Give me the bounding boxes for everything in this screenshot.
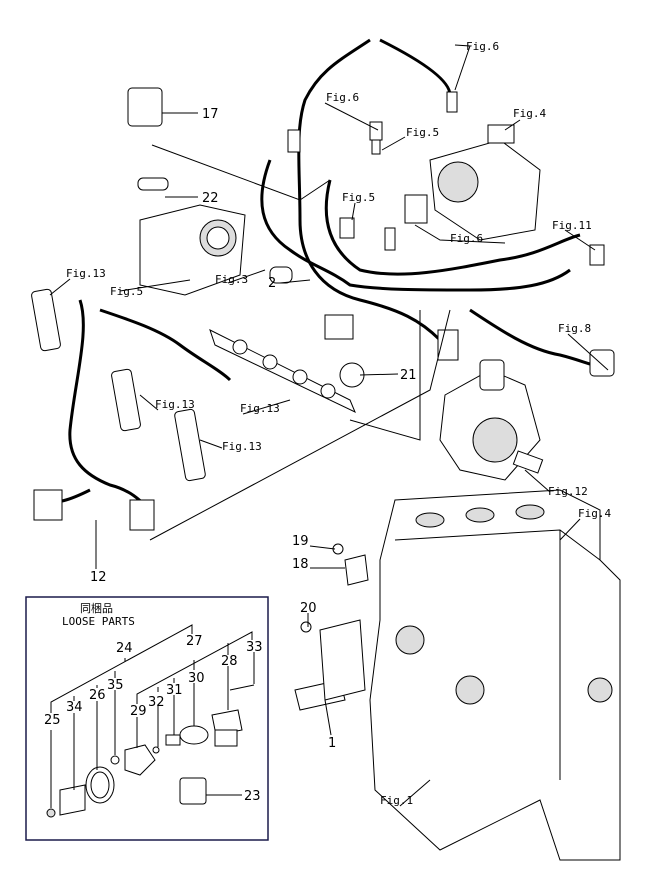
part-number: 35 — [107, 678, 124, 693]
engine-block — [294, 489, 621, 861]
figure-references: Fig.6 Fig.6 Fig.5 Fig.4 Fig.5 Fig.6 Fig.… — [66, 40, 611, 807]
fuel-pump — [439, 359, 544, 481]
wiring-harness — [44, 38, 606, 512]
part-number: 32 — [148, 695, 165, 710]
part-number: 2 — [268, 276, 276, 291]
fig-ref-label: Fig.5 — [110, 285, 143, 298]
fig-ref-label: Fig.11 — [552, 219, 592, 232]
fig-ref-label: Fig.13 — [155, 398, 195, 411]
part-number: 26 — [89, 688, 106, 703]
fig-ref-label: Fig.4 — [578, 507, 611, 520]
loose-parts-box: 同梱品 LOOSE PARTS 24 27 33 28 35 30 26 31 … — [25, 596, 269, 841]
fig-ref-label: Fig.13 — [222, 440, 262, 453]
fig-ref-label: Fig.13 — [240, 402, 280, 415]
leader-lines — [49, 44, 609, 807]
part-number: 29 — [130, 704, 147, 719]
fig-ref-label: Fig.3 — [215, 273, 248, 286]
part-number: 24 — [116, 641, 133, 656]
fig-ref-label: Fig.12 — [548, 485, 588, 498]
part-number: 25 — [44, 713, 61, 728]
injectors — [31, 288, 356, 482]
part-number: 23 — [244, 789, 261, 804]
part-number: 34 — [66, 700, 83, 715]
part-number: 1 — [328, 736, 336, 751]
fig-ref-label: Fig.4 — [513, 107, 546, 120]
fig-ref-label: Fig.6 — [450, 232, 483, 245]
fig-ref-label: Fig.5 — [342, 191, 375, 204]
fig-ref-label: Fig.6 — [326, 91, 359, 104]
fig-ref-label: Fig.8 — [558, 322, 591, 335]
part-number: 18 — [292, 557, 309, 572]
loose-parts-title-jp: 同梱品 — [80, 601, 113, 615]
part-number: 21 — [400, 368, 417, 383]
part-number: 12 — [90, 570, 107, 585]
part-number: 28 — [221, 654, 238, 669]
fig-ref-label: Fig.6 — [466, 40, 499, 53]
part-numbers: 17 22 2 21 12 19 18 20 1 — [90, 107, 417, 751]
fig-ref-label: Fig.5 — [406, 126, 439, 139]
loose-parts-title-en: LOOSE PARTS — [62, 615, 135, 628]
part-number: 20 — [300, 601, 317, 616]
part-number: 30 — [188, 671, 205, 686]
fig-ref-label: Fig.13 — [66, 267, 106, 280]
part-number: 17 — [202, 107, 219, 122]
fig-ref-label: Fig.1 — [380, 794, 413, 807]
part-number: 33 — [246, 640, 263, 655]
sensors — [33, 87, 615, 531]
part-number: 27 — [186, 634, 203, 649]
part-number: 19 — [292, 534, 309, 549]
part-number: 22 — [202, 191, 219, 206]
part-number: 31 — [166, 683, 183, 698]
